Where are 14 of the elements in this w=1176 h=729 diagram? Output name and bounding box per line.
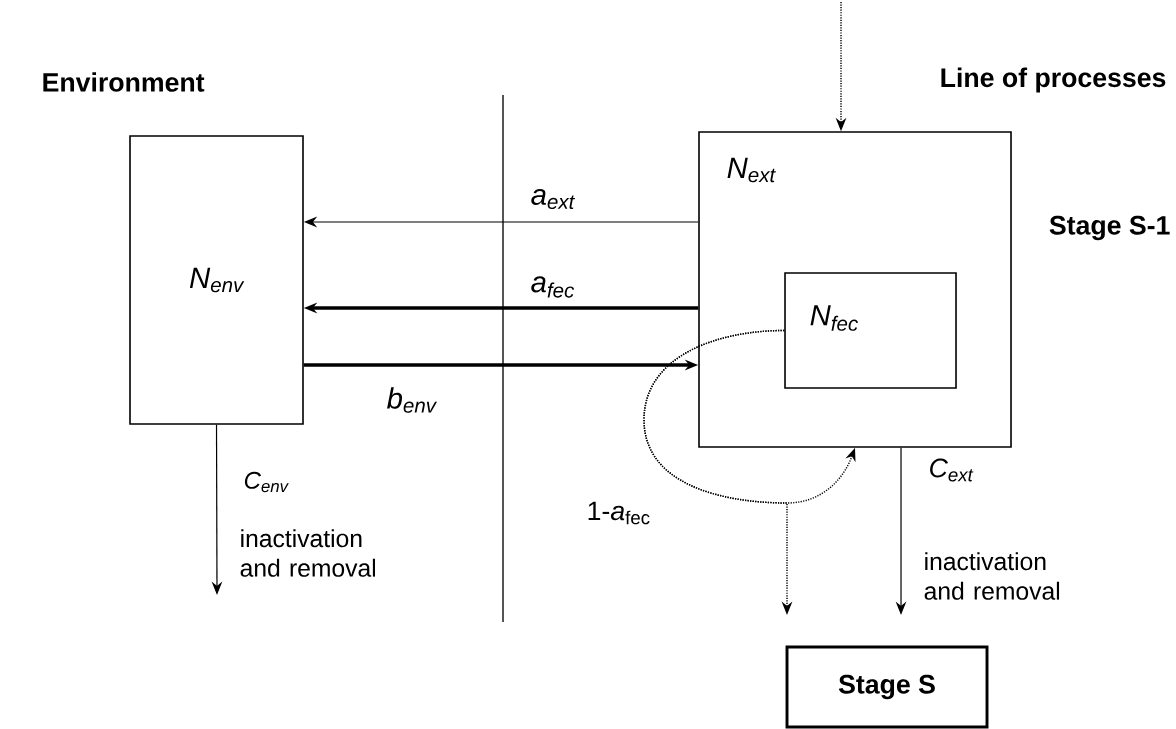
stage-box: Stage S (785, 645, 989, 729)
edge-label: 1-a$_{fec}$ (585, 500, 653, 526)
edge-label: b$_{env}$ (385, 385, 439, 415)
heading: Line of processes (941, 67, 1166, 93)
stage-label: Stage S-1 (1049, 215, 1170, 241)
edge-label: a$_{fec}$ (529, 275, 577, 299)
compartment-box: N$_{env}$ (129, 135, 304, 425)
note-text: inactivation and removal (240, 529, 376, 577)
heading: Environment (43, 72, 205, 92)
compartment-box: N$_{fec}$ (784, 272, 957, 389)
note-text: inactivation and removal (924, 552, 1060, 600)
edge-label: C$_{env}$ (242, 470, 291, 494)
edge-label: C$_{ext}$ (927, 457, 975, 483)
edge-label: a$_{ext}$ (529, 187, 577, 211)
